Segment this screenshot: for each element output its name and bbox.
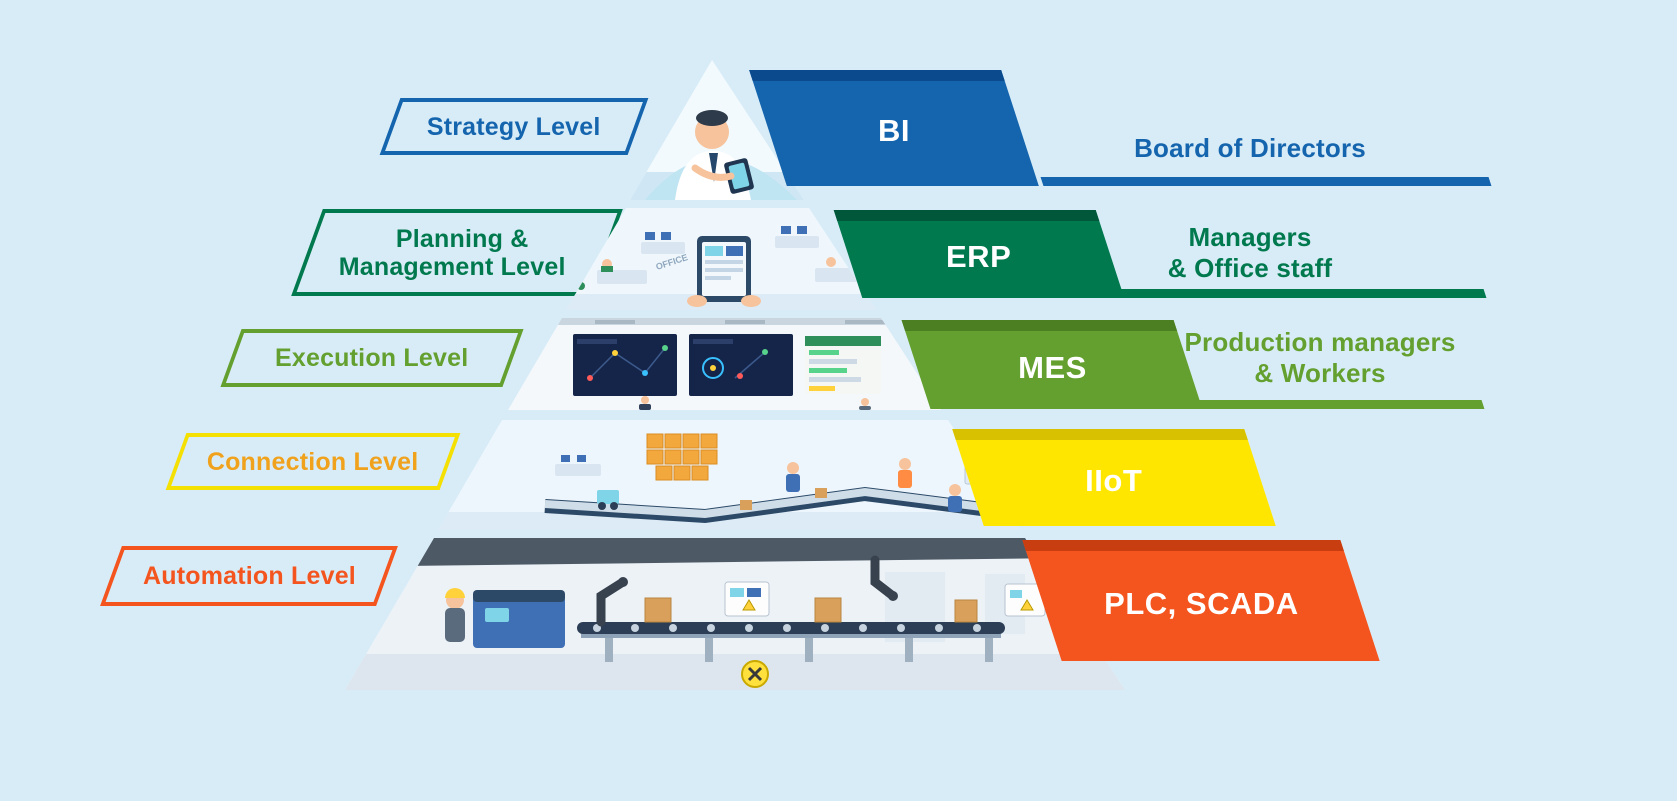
connection-illustration: [438, 420, 1020, 530]
bar-connection: IIoT: [952, 429, 1276, 526]
level-line-strategy: [1040, 177, 1492, 186]
audience-strategy-text: Board of Directors: [1134, 133, 1366, 163]
side-label-automation-text: Automation Level: [142, 562, 356, 590]
bar-execution: MES: [901, 320, 1203, 409]
audience-planning: Managers & Office staff: [1115, 222, 1385, 284]
audience-planning-line2: & Office staff: [1167, 253, 1333, 284]
bar-bevel-automation: [1022, 540, 1344, 551]
bar-bevel-strategy: [749, 70, 1005, 81]
pyramid-level-connection: [438, 420, 1020, 530]
pyramid-level-automation: [345, 538, 1125, 690]
audience-execution: Production managers & Workers: [1170, 327, 1470, 389]
bar-label-plc: PLC, SCADA: [1103, 585, 1299, 621]
bar-automation: PLC, SCADA: [1022, 540, 1380, 661]
bar-label-mes: MES: [1017, 349, 1087, 385]
bar-bevel-planning: [833, 210, 1100, 221]
bar-label-erp: ERP: [946, 239, 1012, 274]
pyramid: OFFICE: [345, 60, 1125, 690]
level-line-execution: [1188, 400, 1485, 409]
audience-strategy: Board of Directors: [1095, 133, 1405, 164]
audience-execution-line2: & Workers: [1254, 358, 1386, 389]
audience-planning-line1: Managers: [1188, 222, 1312, 252]
audience-execution-line1: Production managers: [1184, 327, 1456, 357]
bar-strategy: BI: [749, 70, 1039, 186]
execution-illustration: [508, 318, 941, 410]
bar-label-bi: BI: [878, 113, 910, 148]
level-line-planning: [1110, 289, 1487, 298]
planning-illustration: OFFICE: [566, 208, 876, 310]
pyramid-level-execution: [508, 318, 941, 410]
bar-planning: ERP: [833, 210, 1125, 298]
bar-bevel-execution: [901, 320, 1178, 331]
bar-label-iiot: IIoT: [1085, 462, 1143, 498]
bar-bevel-connection: [952, 429, 1248, 440]
automation-illustration: [345, 538, 1125, 690]
pyramid-level-planning: OFFICE: [566, 208, 876, 310]
